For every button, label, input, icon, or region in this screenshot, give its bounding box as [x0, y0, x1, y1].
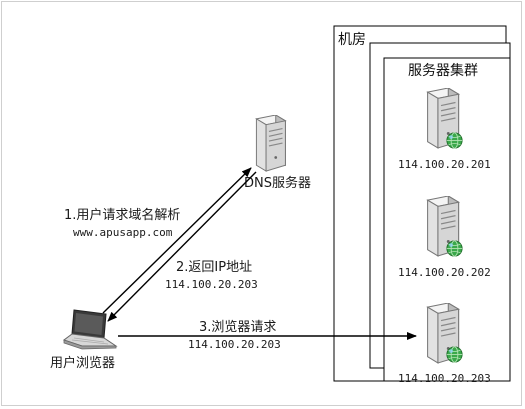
arrow-dns-response — [107, 171, 257, 322]
step1-detail: www.apusapp.com — [73, 226, 173, 239]
server-ip-3: 114.100.20.203 — [398, 372, 491, 385]
server-ip-2: 114.100.20.202 — [398, 266, 491, 279]
step2-title: 2.返回IP地址 — [176, 260, 252, 275]
step1-title: 1.用户请求域名解析 — [64, 207, 180, 223]
globe-icon — [446, 132, 463, 149]
cluster-server-2: 114.100.20.202 — [398, 196, 491, 279]
user-browser: 用户浏览器 — [50, 309, 117, 371]
machine-room-label: 机房 — [338, 32, 366, 48]
step3-detail: 114.100.20.203 — [188, 338, 281, 351]
globe-icon — [446, 240, 463, 257]
dns-server: DNS服务器 — [244, 115, 311, 191]
arrow-dns-request — [102, 167, 252, 314]
server-ip-1: 114.100.20.201 — [398, 158, 491, 171]
globe-icon — [446, 346, 463, 363]
cluster-server-1: 114.100.20.201 — [398, 88, 491, 171]
laptop-icon — [63, 309, 117, 350]
dns-server-label: DNS服务器 — [244, 175, 311, 191]
browser-label: 用户浏览器 — [50, 355, 115, 371]
server-icon — [255, 115, 286, 172]
step2-detail: 114.100.20.203 — [165, 278, 258, 291]
cluster-server-3: 114.100.20.203 — [398, 303, 491, 385]
step3-title: 3.浏览器请求 — [199, 319, 276, 335]
cluster-label: 服务器集群 — [408, 62, 478, 79]
